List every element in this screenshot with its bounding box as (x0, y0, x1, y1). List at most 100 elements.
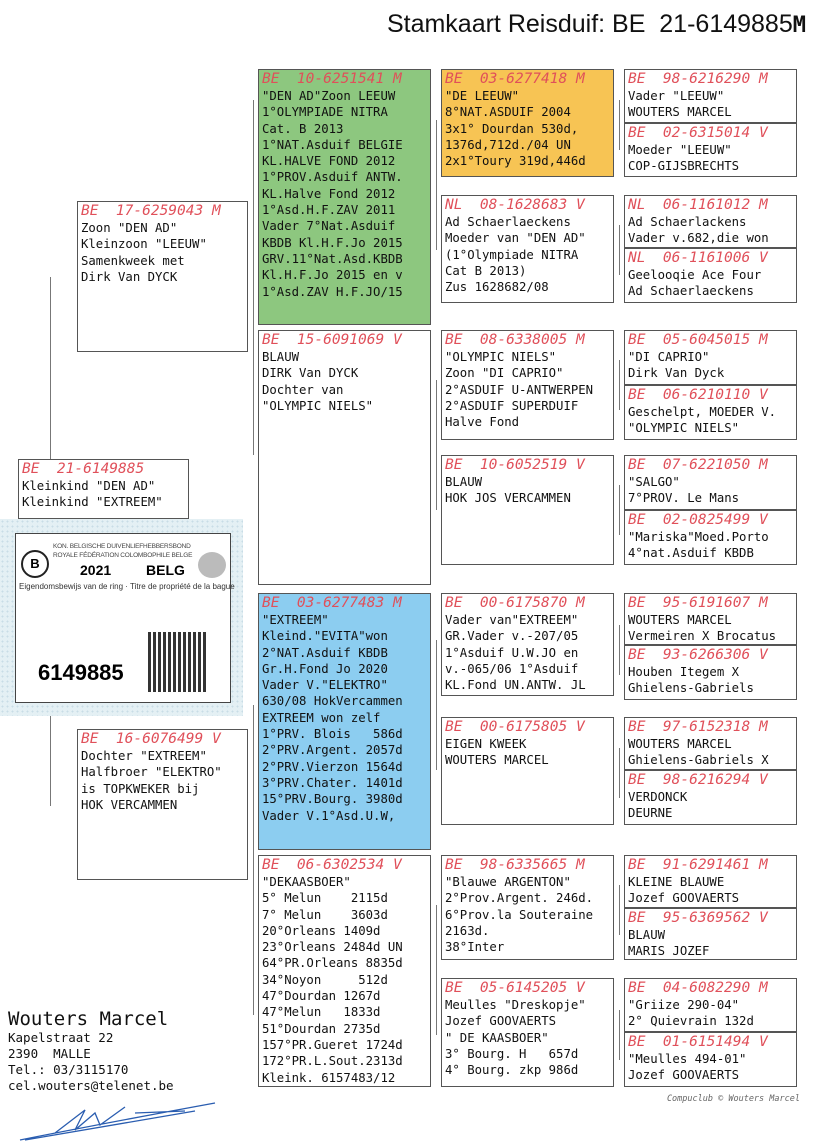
pedigree-note: 5° Melun 2115d (262, 891, 388, 906)
ring-number: BE 01-6151494 V (628, 1034, 768, 1050)
owner-phone: Tel.: 03/3115170 (8, 1062, 129, 1077)
connector-line (436, 120, 437, 250)
pedigree-note: Moeder "LEEUW" (628, 143, 732, 157)
pedigree-note: "OLYMPIC NIELS" (445, 350, 557, 364)
pedigree-note: 630/08 HokVercammen (262, 694, 403, 709)
pedigree-note: 15°PRV.Bourg. 3980d (262, 792, 403, 807)
pedigree-note: "Griize 290-04" (628, 998, 740, 1012)
pedigree-note: KLEINE BLAUWE (628, 875, 725, 889)
pedigree-note: "OLYMPIC NIELS" (628, 421, 740, 436)
ring-number: BE 98-6216290 M (628, 71, 768, 87)
pedigree-note: "Blauwe ARGENTON" (445, 875, 571, 889)
pedigree-note: WOUTERS MARCEL (628, 613, 732, 627)
owner-street: Kapelstraat 22 (8, 1030, 114, 1045)
connector-line (253, 705, 254, 1015)
ring-number: BE 98-6335665 M (445, 857, 585, 873)
pedigree-note: Dochter van (262, 382, 344, 397)
connector-line (253, 100, 254, 455)
pedigree-note: BLAUW (445, 475, 483, 489)
owner-city: 2390 MALLE (8, 1046, 91, 1061)
pedigree-note: Kleinkind "EXTREEM" (22, 495, 163, 510)
pedigree-box-sds: BE 08-6338005 M"OLYMPIC NIELS"Zoon "DI C… (441, 330, 614, 440)
pedigree-note: Cat. B 2013 (262, 121, 344, 136)
pedigree-note: 7° Melun 3603d (262, 907, 388, 922)
pedigree-note: HOK VERCAMMEN (81, 797, 178, 812)
ring-number: BE 95-6191607 M (628, 595, 768, 611)
pedigree-note: Geelooqie Ace Four (628, 268, 762, 282)
pedigree-note: KL.Fond UN.ANTW. JL (445, 678, 586, 693)
pedigree-note: Cat B 2013) (445, 263, 527, 278)
ring-number: BE 15-6091069 V (262, 332, 402, 348)
pedigree-note: Vader V."ELEKTRO" (262, 678, 388, 693)
pedigree-note: GR.Vader v.-207/05 (445, 629, 579, 644)
pedigree-box-g4m: BE 91-6291461 M KLEINE BLAUWE Jozef GOOVAE… (624, 855, 797, 908)
connector-line (619, 885, 620, 935)
pedigree-note: Kleink. 6157483/12 (262, 1070, 396, 1085)
connector-line (436, 905, 437, 1035)
pedigree-note: Zoon "DEN AD" (81, 221, 178, 235)
pedigree-note: "SALGO" (628, 475, 680, 489)
pedigree-note: Jozef GOOVAERTS (628, 891, 740, 906)
pedigree-note: BLAUW (262, 350, 300, 364)
pedigree-note: 34°Noyon 512d (262, 972, 388, 987)
pedigree-note: "EXTREEM" (262, 613, 329, 627)
pedigree-note: 157°PR.Gueret 1724d (262, 1037, 403, 1052)
connector-line (619, 1010, 620, 1060)
ring-caption: Eigendomsbewijs van de ring · Titre de p… (19, 582, 235, 591)
pedigree-note: 3°PRV.Chater. 1401d (262, 775, 403, 790)
pedigree-note: "DE LEEUW" (445, 89, 520, 103)
pedigree-note: Kleind."EVITA"won (262, 629, 388, 644)
pedigree-note: 6°Prov.la Souteraine (445, 907, 594, 922)
connector-line (50, 277, 51, 459)
pedigree-note: Kl.H.F.Jo 2015 en v (262, 268, 403, 283)
pedigree-note: is TOPKWEKER bij (81, 781, 200, 796)
pedigree-note: Samenkweek met (81, 253, 185, 268)
ring-number: BE 91-6291461 M (628, 857, 768, 873)
pedigree-note: 2°NAT.Asduif KBDB (262, 645, 388, 660)
ring-number: BE 06-6302534 V (262, 857, 402, 873)
pedigree-note: Halfbroer "ELEKTRO" (81, 765, 222, 780)
ring-number: NL 06-1161012 M (628, 197, 768, 213)
connector-line (619, 100, 620, 150)
pedigree-note: Vader van"EXTREEM" (445, 613, 579, 627)
pedigree-note: Zus 1628682/08 (445, 280, 549, 295)
pedigree-note: VERDONCK (628, 790, 688, 804)
ring-number: BE 05-6145205 V (445, 980, 585, 996)
pedigree-note: KL.Halve Fond 2012 (262, 186, 396, 201)
ring-number: BE 02-0825499 V (628, 512, 768, 528)
pedigree-note: 4°nat.Asduif KBDB (628, 546, 754, 561)
ring-number: BE 05-6045015 M (628, 332, 768, 348)
pedigree-note: 51°Dourdan 2735d (262, 1021, 381, 1036)
connector-line (436, 380, 437, 510)
pedigree-note: 47°Melun 1833d (262, 1005, 381, 1020)
pedigree-note: 4° Bourg. zkp 986d (445, 1063, 579, 1078)
federation-fr: ROYALE FÉDÉRATION COLOMBOPHILE BELGE (53, 552, 193, 559)
pedigree-note: DEURNE (628, 806, 673, 821)
pedigree-note: 2°ASDUIF U-ANTWERPEN (445, 382, 594, 397)
pedigree-note: 2°Prov.Argent. 246d. (445, 891, 594, 906)
pedigree-note: KBDB Kl.H.F.Jo 2015 (262, 235, 403, 250)
ring-number: NL 08-1628683 V (445, 197, 585, 213)
pedigree-note: Kleinkind "DEN AD" (22, 479, 156, 493)
pedigree-note: Dochter "EXTREEM" (81, 749, 207, 763)
kbdb-logo: B (21, 550, 49, 578)
pedigree-note: 2163d. (445, 923, 490, 938)
pedigree-box-g4g: BE 07-6221050 M"SALGO"7°PROV. Le Mans (624, 455, 797, 510)
pedigree-note: Ad Schaerlaeckens (628, 284, 754, 299)
pedigree-note: Vader "LEEUW" (628, 89, 725, 103)
pedigree-note: HOK JOS VERCAMMEN (445, 491, 571, 506)
pedigree-note: 64°PR.Orleans 8835d (262, 956, 403, 971)
pedigree-note: 1376d,712d./04 UN (445, 137, 571, 152)
